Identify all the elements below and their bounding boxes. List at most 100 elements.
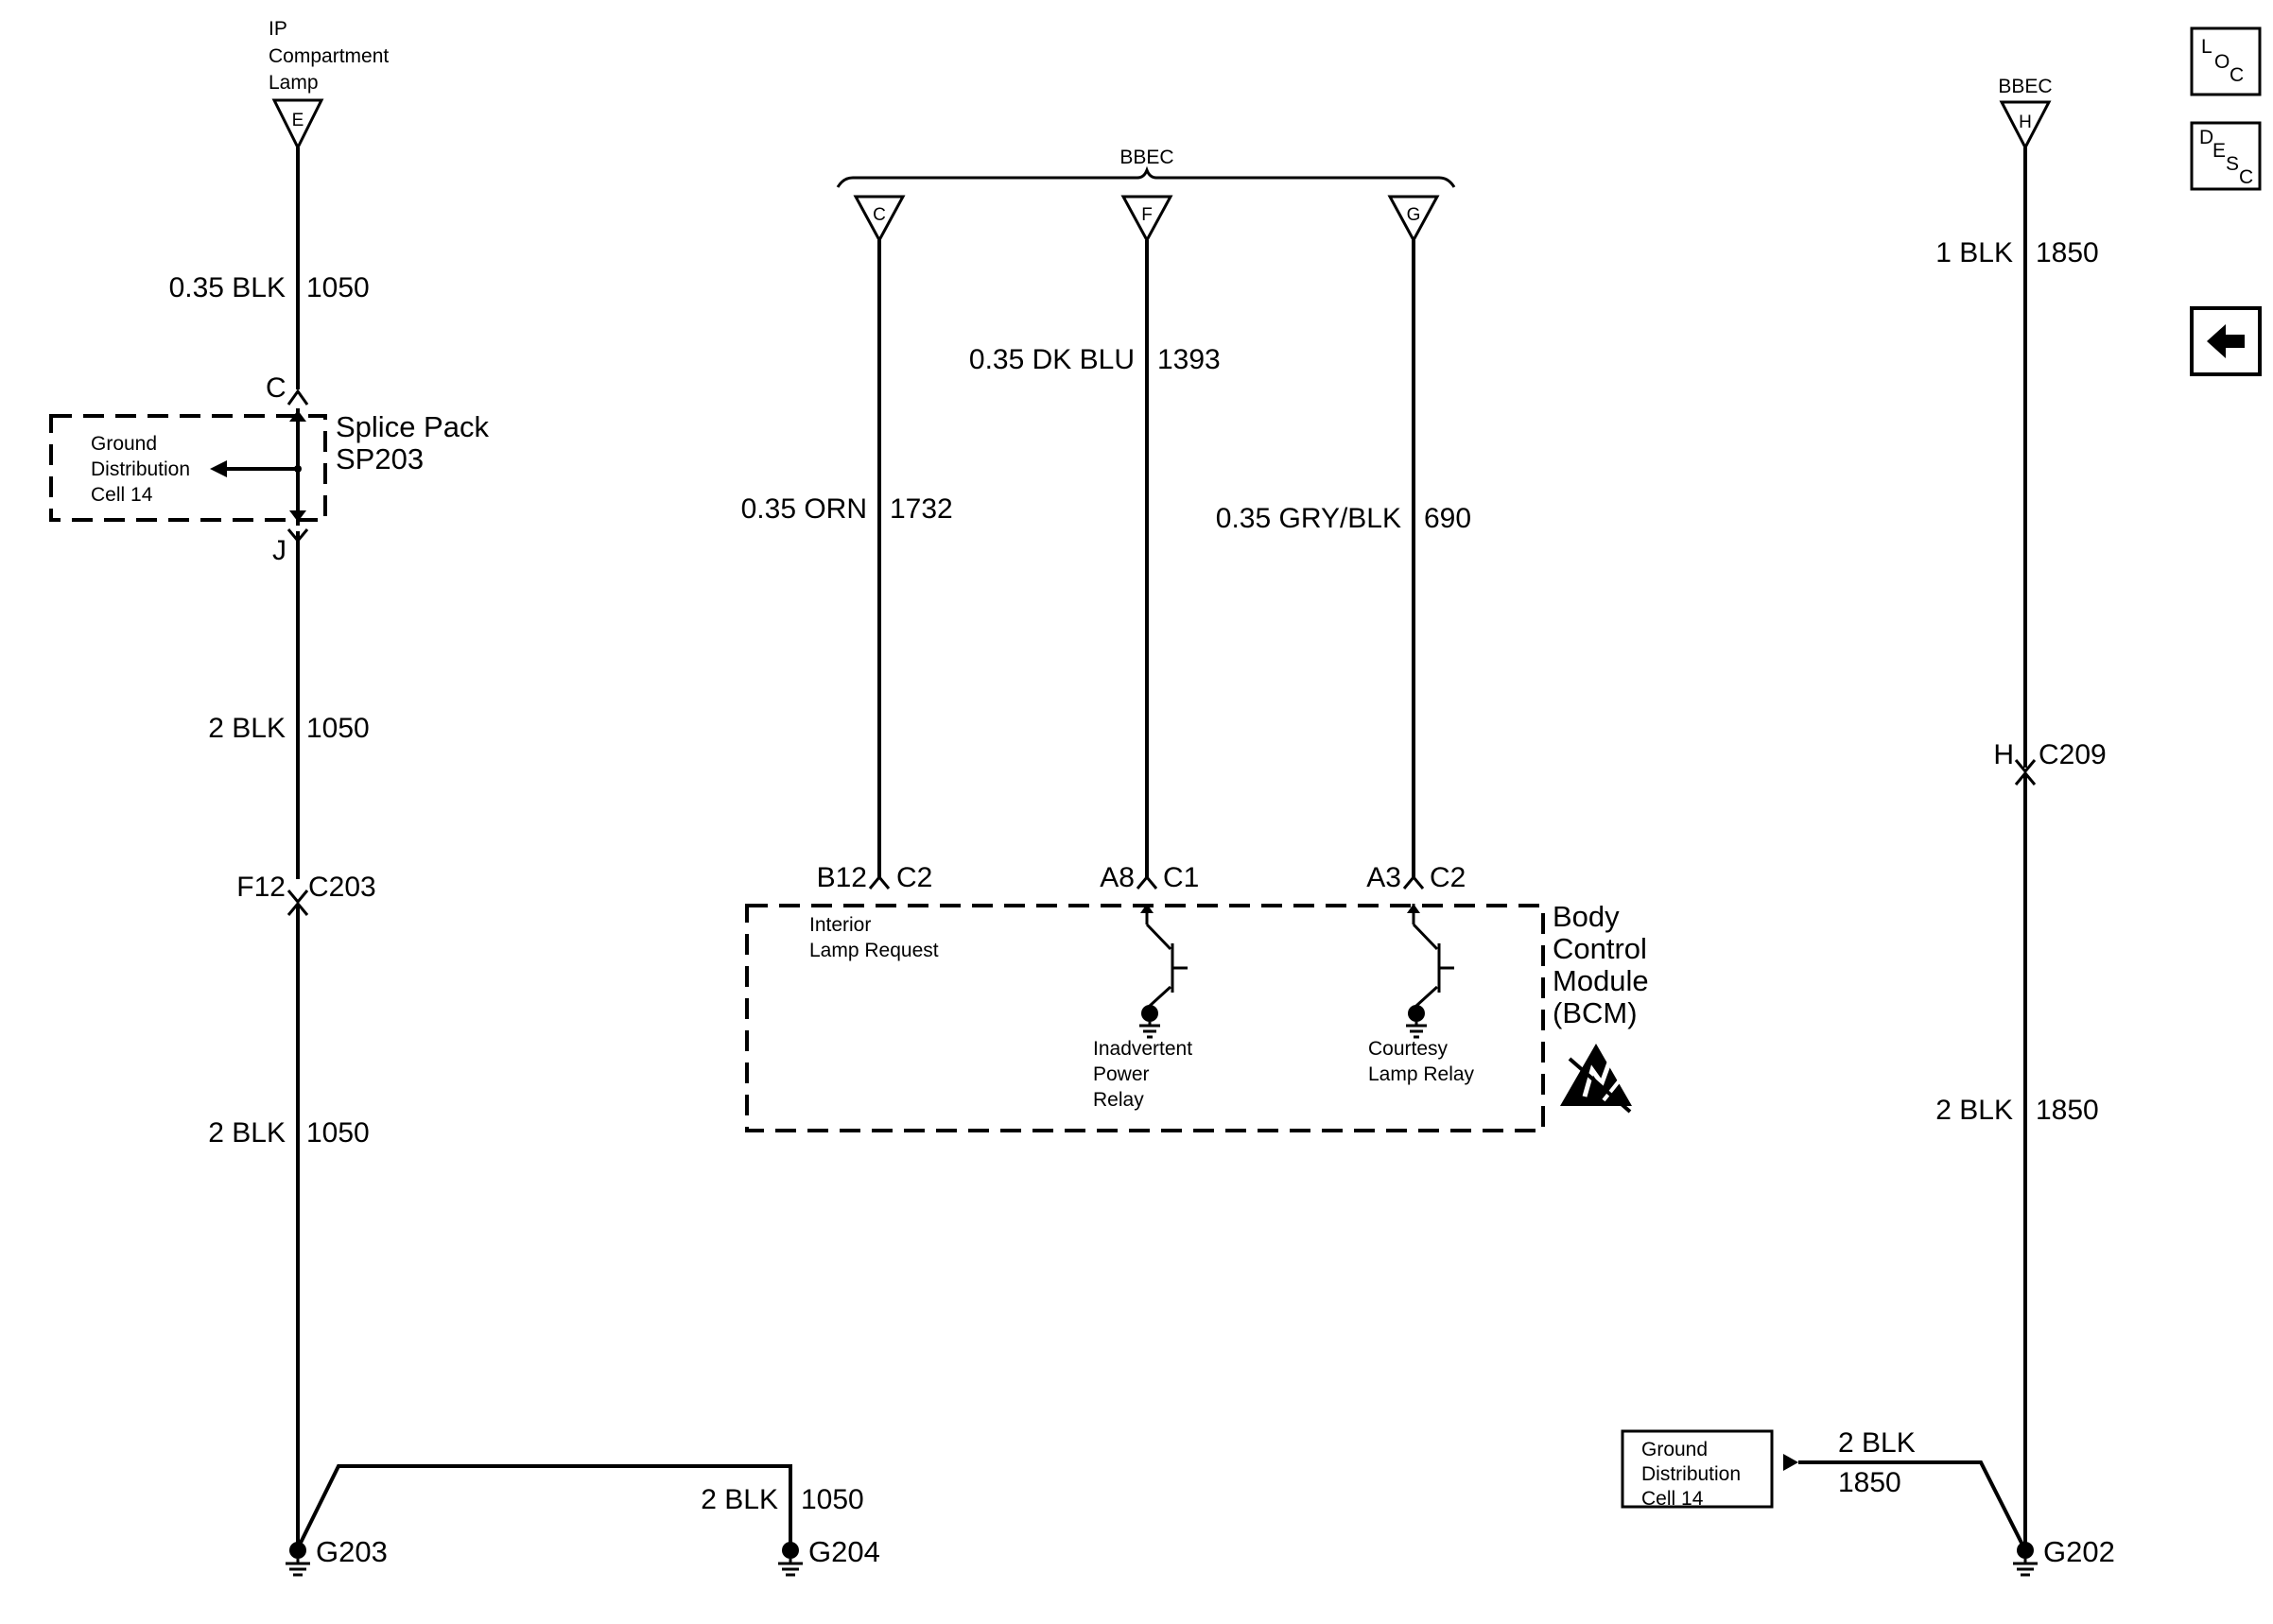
ground-g202-icon	[2013, 1542, 2038, 1577]
right-wire1-circuit: 1850	[2036, 237, 2099, 268]
ground-g204-icon	[778, 1542, 803, 1577]
splice-name-1: Splice Pack	[336, 410, 489, 443]
desc-letter-e: E	[2212, 140, 2226, 162]
splice-ground-label-2: Distribution	[91, 458, 190, 480]
courtesy-label-2: Lamp Relay	[1368, 1063, 1475, 1085]
interior-lamp-label-2: Lamp Request	[809, 940, 939, 961]
splice-arrow-up	[289, 410, 306, 422]
bcm-name-3: Module	[1553, 964, 1649, 997]
wire-1050-branch	[296, 1464, 792, 1549]
c209-name: C209	[2039, 739, 2107, 770]
esd-warning-icon	[1560, 1044, 1632, 1114]
inadvertent-label-3: Relay	[1093, 1089, 1144, 1111]
pin-e-label: E	[292, 111, 304, 130]
desc-letter-s: S	[2226, 153, 2239, 175]
connector-c209: H C209	[1993, 739, 2107, 786]
ground-g202-label: G202	[2043, 1535, 2115, 1568]
right-wire1-gauge: 1 BLK	[1935, 237, 2013, 268]
splice-arrow-down	[289, 510, 306, 522]
pin-c-label: C	[873, 205, 886, 225]
wire-690-circuit: 690	[1424, 503, 1471, 534]
interior-lamp-label-1: Interior	[809, 914, 871, 936]
c203-pin: F12	[236, 872, 286, 903]
wire4-gauge: 2 BLK	[701, 1484, 778, 1515]
wire-1732-gauge: 0.35 ORN	[741, 493, 867, 525]
bbec-bus-label: BBEC	[1119, 147, 1173, 168]
c209-pin: H	[1993, 739, 2014, 770]
connector-c203: F12 C203	[236, 872, 376, 916]
connector-triangle-h: H	[1999, 100, 2052, 151]
ground-g203-icon	[286, 1542, 310, 1577]
ground-dist-label-1: Ground	[1641, 1439, 1708, 1460]
ip-lamp-label-1: IP	[269, 18, 287, 40]
connector-triangle-g: G	[1387, 195, 1440, 244]
pin-h-label: H	[2019, 112, 2032, 132]
ground-g204-label: G204	[808, 1535, 880, 1568]
bcm-conn-c2-a: C2	[896, 862, 932, 893]
inadvertent-label-2: Power	[1093, 1063, 1150, 1085]
wire-690-gauge: 0.35 GRY/BLK	[1216, 503, 1401, 534]
splice-ground-arrow	[210, 460, 227, 477]
wire4-circuit: 1050	[801, 1484, 864, 1515]
center-circuit: BBEC C F G 0.35 ORN 1732 0.35 DK BLU 139…	[741, 147, 1649, 1132]
ip-lamp-label-2: Compartment	[269, 45, 389, 67]
ground-dist-arrow	[1783, 1454, 1798, 1471]
ground-dist-label-2: Distribution	[1641, 1463, 1741, 1485]
c203-name: C203	[308, 872, 376, 903]
right-circuit: BBEC H 1 BLK 1850 H C209 2 BLK 1850 Grou…	[1621, 76, 2115, 1577]
right-wire2-circuit: 1850	[2036, 1095, 2099, 1126]
back-button[interactable]	[2190, 306, 2262, 376]
splice-bottom-pin: J	[272, 535, 286, 566]
bcm-name-1: Body	[1553, 900, 1620, 933]
inadvertent-label-1: Inadvertent	[1093, 1038, 1192, 1060]
ground-distribution-box	[1621, 1429, 1774, 1509]
ground-g203-label: G203	[316, 1535, 388, 1568]
desc-letter-d: D	[2199, 127, 2213, 148]
right-bbec-label: BBEC	[1998, 76, 2052, 97]
wire2-gauge: 2 BLK	[208, 713, 286, 744]
left-arrow-icon	[2207, 324, 2245, 358]
wire-1732-circuit: 1732	[890, 493, 953, 525]
splice-top-pin: C	[266, 372, 286, 404]
right-wire3-circuit: 1850	[1838, 1467, 1901, 1498]
bcm-pin-b12: B12	[817, 862, 867, 893]
desc-letter-c: C	[2239, 166, 2253, 188]
transistor-a3-icon	[1406, 904, 1454, 1039]
wire3-circuit: 1050	[306, 1117, 370, 1149]
wire-1050-gauge: 0.35 BLK	[169, 272, 286, 303]
connector-triangle-f: F	[1120, 195, 1173, 244]
bcm-pin-a8: A8	[1100, 862, 1135, 893]
ground-dist-label-3: Cell 14	[1641, 1488, 1704, 1510]
wire-1393-gauge: 0.35 DK BLU	[969, 344, 1135, 375]
bcm-pin-a3: A3	[1366, 862, 1401, 893]
pin-g-label: G	[1407, 205, 1421, 225]
bcm-conn-c1: C1	[1163, 862, 1199, 893]
bcm-name-2: Control	[1553, 932, 1647, 965]
desc-button[interactable]: D E S C	[2190, 121, 2262, 191]
bbec-bracket	[836, 165, 1456, 188]
courtesy-label-1: Courtesy	[1368, 1038, 1449, 1060]
pin-f-label: F	[1141, 205, 1153, 225]
splice-pack-box	[49, 414, 327, 522]
loc-letter-l: L	[2201, 36, 2212, 58]
transistor-a8-icon	[1139, 904, 1188, 1039]
right-wire3-gauge: 2 BLK	[1838, 1427, 1916, 1459]
connector-triangle-e: E	[271, 98, 324, 151]
wire-1050-circuit: 1050	[306, 272, 370, 303]
loc-letter-c: C	[2230, 64, 2244, 86]
splice-ground-label-1: Ground	[91, 433, 157, 455]
left-circuit: IP Compartment Lamp E 0.35 BLK 1050 C Gr…	[49, 18, 880, 1577]
loc-button[interactable]: L O C	[2190, 26, 2262, 96]
bcm-box	[745, 904, 1545, 1132]
wire-1393-circuit: 1393	[1157, 344, 1221, 375]
bcm-name-4: (BCM)	[1553, 996, 1638, 1029]
wire3-gauge: 2 BLK	[208, 1117, 286, 1149]
splice-name-2: SP203	[336, 442, 424, 475]
loc-letter-o: O	[2214, 51, 2230, 73]
connector-triangle-c: C	[853, 195, 906, 244]
right-wire2-gauge: 2 BLK	[1935, 1095, 2013, 1126]
splice-ground-label-3: Cell 14	[91, 484, 153, 506]
bcm-conn-c2-b: C2	[1430, 862, 1466, 893]
ip-lamp-label-3: Lamp	[269, 72, 319, 94]
